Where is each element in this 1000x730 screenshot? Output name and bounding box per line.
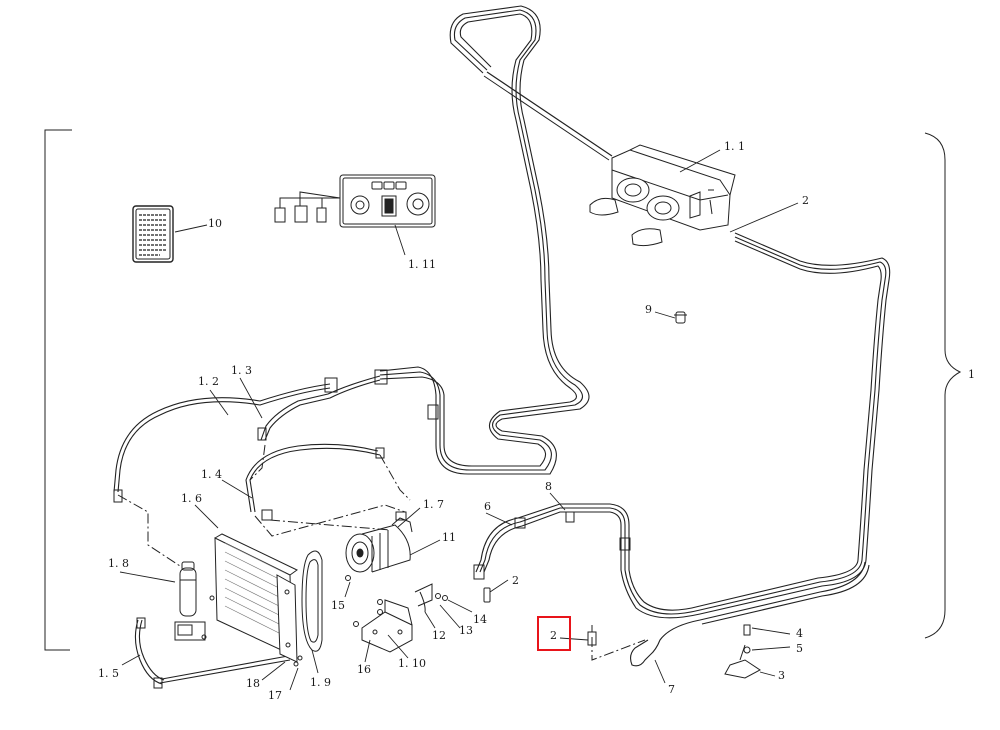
callout-1-11[interactable]: 1. 11 <box>408 258 436 271</box>
top-rod <box>486 71 613 157</box>
callout-1[interactable]: 1 <box>968 368 975 381</box>
callout-14[interactable]: 14 <box>473 613 487 626</box>
callout-1-10[interactable]: 1. 10 <box>398 657 426 670</box>
callout-1-2[interactable]: 1. 2 <box>198 375 219 388</box>
callout-5[interactable]: 5 <box>796 642 803 655</box>
callout-17[interactable]: 17 <box>268 689 282 702</box>
callout-6[interactable]: 6 <box>484 500 491 513</box>
callout-1-4[interactable]: 1. 4 <box>201 468 222 481</box>
callout-9[interactable]: 9 <box>645 303 652 316</box>
callout-1-6[interactable]: 1. 6 <box>181 492 202 505</box>
callout-1-1[interactable]: 1. 1 <box>724 140 745 153</box>
left-hoses <box>113 375 381 685</box>
condenser <box>214 533 298 663</box>
callout-18[interactable]: 18 <box>246 677 260 690</box>
callout-16[interactable]: 16 <box>357 663 371 676</box>
control-panel <box>274 174 436 228</box>
right-brace <box>924 132 962 639</box>
callout-1-3[interactable]: 1. 3 <box>231 364 252 377</box>
callout-10[interactable]: 10 <box>208 217 222 230</box>
label-plate <box>132 205 174 263</box>
callout-3[interactable]: 3 <box>778 669 785 682</box>
callout-1-7[interactable]: 1. 7 <box>423 498 444 511</box>
mount-bracket <box>361 599 413 653</box>
callout-11[interactable]: 11 <box>442 531 456 544</box>
left-bracket <box>44 129 72 651</box>
heater-unit <box>589 144 736 247</box>
leader-lines <box>119 149 799 691</box>
small-fittings <box>113 311 761 689</box>
right-hose <box>475 232 891 667</box>
drive-belt <box>301 550 323 652</box>
callout-13[interactable]: 13 <box>459 624 473 637</box>
compressor <box>345 511 413 573</box>
callout-2-selected[interactable]: 2 <box>550 629 557 642</box>
callout-1-9[interactable]: 1. 9 <box>310 676 331 689</box>
callout-1-5[interactable]: 1. 5 <box>98 667 119 680</box>
main-hose <box>379 5 590 475</box>
callout-2-heater[interactable]: 2 <box>802 194 809 207</box>
receiver-drier <box>174 561 206 641</box>
callout-8[interactable]: 8 <box>545 480 552 493</box>
callout-15[interactable]: 15 <box>331 599 345 612</box>
callout-12[interactable]: 12 <box>432 629 446 642</box>
selected-part-highlight[interactable] <box>537 616 571 651</box>
callout-4[interactable]: 4 <box>796 627 803 640</box>
callout-1-8[interactable]: 1. 8 <box>108 557 129 570</box>
callout-7[interactable]: 7 <box>668 683 675 696</box>
callout-2-fitting[interactable]: 2 <box>512 574 519 587</box>
